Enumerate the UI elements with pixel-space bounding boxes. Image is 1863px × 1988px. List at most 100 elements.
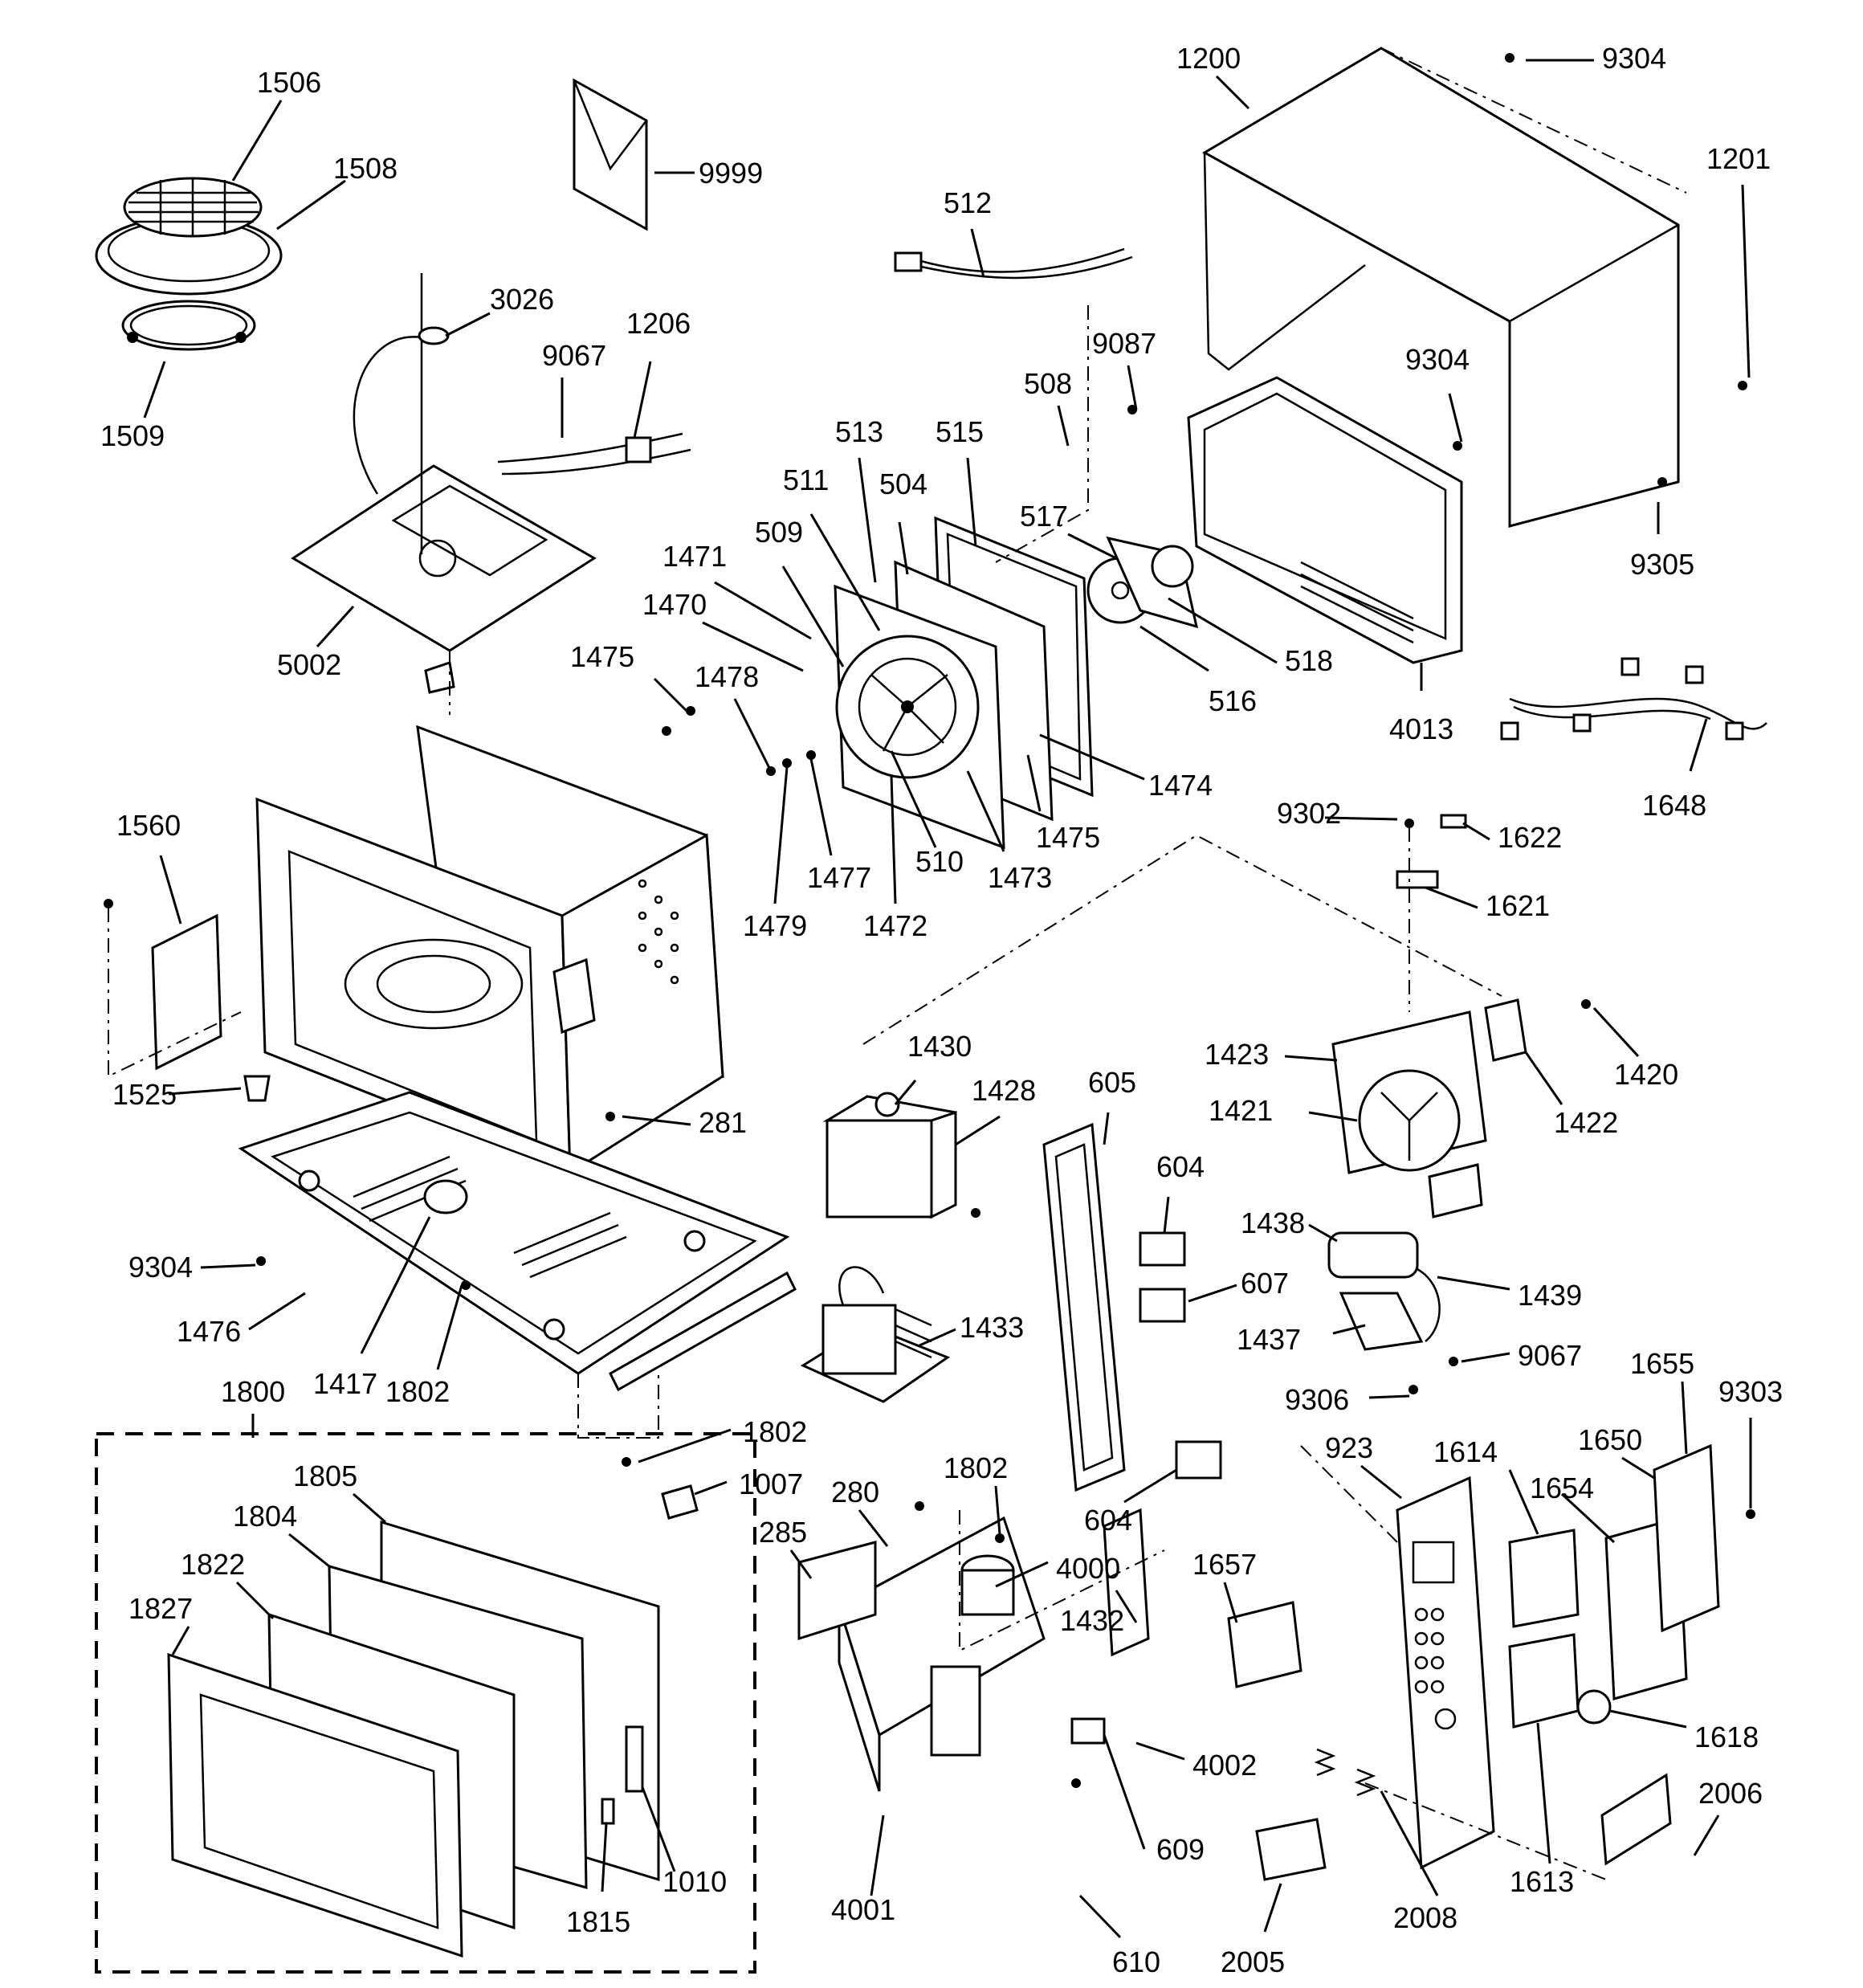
label-4001: 4001 xyxy=(831,1893,895,1926)
label-3026: 3026 xyxy=(490,283,554,316)
label-9999: 9999 xyxy=(699,157,763,190)
label-9087: 9087 xyxy=(1092,327,1156,360)
label-9306: 9306 xyxy=(1285,1383,1349,1416)
label-1618: 1618 xyxy=(1694,1721,1759,1753)
label-1471: 1471 xyxy=(662,540,727,573)
label-512: 512 xyxy=(944,186,992,219)
label-9305: 9305 xyxy=(1630,548,1694,581)
label-2006: 2006 xyxy=(1698,1777,1763,1810)
control-panel-assembly xyxy=(1227,1443,1720,1870)
label-1802-lower: 1802 xyxy=(944,1451,1008,1484)
label-518: 518 xyxy=(1285,644,1333,677)
label-511: 511 xyxy=(783,463,829,496)
part-labels: 1506 1508 1509 9999 3026 9067 1206 5002 … xyxy=(100,42,1783,1978)
label-1200: 1200 xyxy=(1176,42,1241,75)
label-1475-left: 1475 xyxy=(570,640,634,673)
label-1815: 1815 xyxy=(566,1905,630,1938)
label-9303: 9303 xyxy=(1718,1375,1783,1408)
base-pan xyxy=(238,1091,797,1392)
label-1805: 1805 xyxy=(293,1459,357,1492)
label-1478: 1478 xyxy=(695,660,759,693)
label-1473: 1473 xyxy=(988,861,1052,894)
label-9067-right: 9067 xyxy=(1518,1339,1582,1372)
label-517: 517 xyxy=(1020,500,1068,533)
label-2008: 2008 xyxy=(1393,1901,1457,1934)
label-1509: 1509 xyxy=(100,419,165,452)
label-1420: 1420 xyxy=(1614,1058,1678,1091)
label-1417: 1417 xyxy=(313,1367,377,1400)
label-515: 515 xyxy=(936,415,984,448)
fan-motor-assembly xyxy=(1086,536,1199,629)
outer-case xyxy=(1201,47,1687,528)
bottom-plate-assembly xyxy=(291,273,691,652)
label-280: 280 xyxy=(831,1476,879,1508)
label-1470: 1470 xyxy=(642,588,707,621)
wire-harness-512 xyxy=(894,247,1133,280)
label-1201: 1201 xyxy=(1706,142,1771,175)
diode-assembly xyxy=(1396,814,1467,889)
label-923: 923 xyxy=(1325,1431,1373,1464)
label-1613: 1613 xyxy=(1510,1865,1574,1898)
waveguide-cover xyxy=(151,913,222,1071)
label-508: 508 xyxy=(1024,367,1072,400)
hv-compartment xyxy=(797,1508,1150,1792)
label-285: 285 xyxy=(759,1516,807,1549)
label-281: 281 xyxy=(699,1106,747,1139)
label-1477: 1477 xyxy=(807,861,871,894)
label-1437: 1437 xyxy=(1237,1323,1301,1356)
label-1432: 1432 xyxy=(1060,1604,1124,1637)
label-604-bottom: 604 xyxy=(1084,1504,1132,1537)
label-1430: 1430 xyxy=(907,1030,972,1063)
turntable-assembly xyxy=(95,177,283,351)
screws xyxy=(104,53,1755,1788)
label-1433: 1433 xyxy=(960,1311,1024,1344)
label-1827: 1827 xyxy=(128,1592,193,1625)
cooling-fan-housing xyxy=(1331,998,1527,1219)
label-1655: 1655 xyxy=(1630,1347,1694,1380)
label-1648: 1648 xyxy=(1642,789,1706,822)
label-1802-mid: 1802 xyxy=(385,1375,450,1408)
label-1423: 1423 xyxy=(1205,1038,1269,1071)
convection-fan-panels xyxy=(834,516,1094,850)
label-1621: 1621 xyxy=(1486,889,1550,922)
label-605: 605 xyxy=(1088,1066,1136,1099)
oven-cavity xyxy=(255,725,724,1175)
owners-manual xyxy=(573,78,648,231)
alignment-lines xyxy=(108,305,1607,1880)
label-604-top: 604 xyxy=(1156,1150,1205,1183)
label-4000: 4000 xyxy=(1056,1552,1120,1585)
label-1822: 1822 xyxy=(181,1548,245,1581)
label-509: 509 xyxy=(755,516,803,549)
label-516: 516 xyxy=(1209,684,1257,717)
label-1472: 1472 xyxy=(863,909,927,942)
label-1657: 1657 xyxy=(1192,1548,1257,1581)
label-1476: 1476 xyxy=(177,1315,241,1348)
label-9304-left: 9304 xyxy=(128,1251,193,1284)
label-1506: 1506 xyxy=(257,66,321,99)
label-607: 607 xyxy=(1241,1267,1289,1300)
label-9304-top: 9304 xyxy=(1602,42,1666,75)
label-1800: 1800 xyxy=(221,1375,285,1408)
capacitor-assembly xyxy=(1327,1231,1441,1351)
label-1614: 1614 xyxy=(1433,1435,1498,1468)
label-1654: 1654 xyxy=(1530,1472,1594,1504)
label-9067-top: 9067 xyxy=(542,339,606,372)
label-1438: 1438 xyxy=(1241,1206,1305,1239)
label-1479: 1479 xyxy=(743,909,807,942)
label-1421: 1421 xyxy=(1209,1094,1273,1127)
label-1439: 1439 xyxy=(1518,1279,1582,1312)
door-release-parts xyxy=(1255,1748,1672,1881)
main-wire-harness xyxy=(1500,657,1767,741)
label-1650: 1650 xyxy=(1578,1423,1642,1456)
door-latch-board xyxy=(1042,1122,1222,1492)
label-4002: 4002 xyxy=(1192,1749,1257,1782)
label-1804: 1804 xyxy=(233,1500,297,1533)
label-1010: 1010 xyxy=(662,1865,727,1898)
label-1428: 1428 xyxy=(972,1074,1036,1107)
label-609: 609 xyxy=(1156,1833,1205,1866)
transformer xyxy=(800,1266,951,1403)
label-1560: 1560 xyxy=(116,809,181,842)
rear-panel xyxy=(1187,376,1463,664)
label-9302: 9302 xyxy=(1277,797,1341,830)
